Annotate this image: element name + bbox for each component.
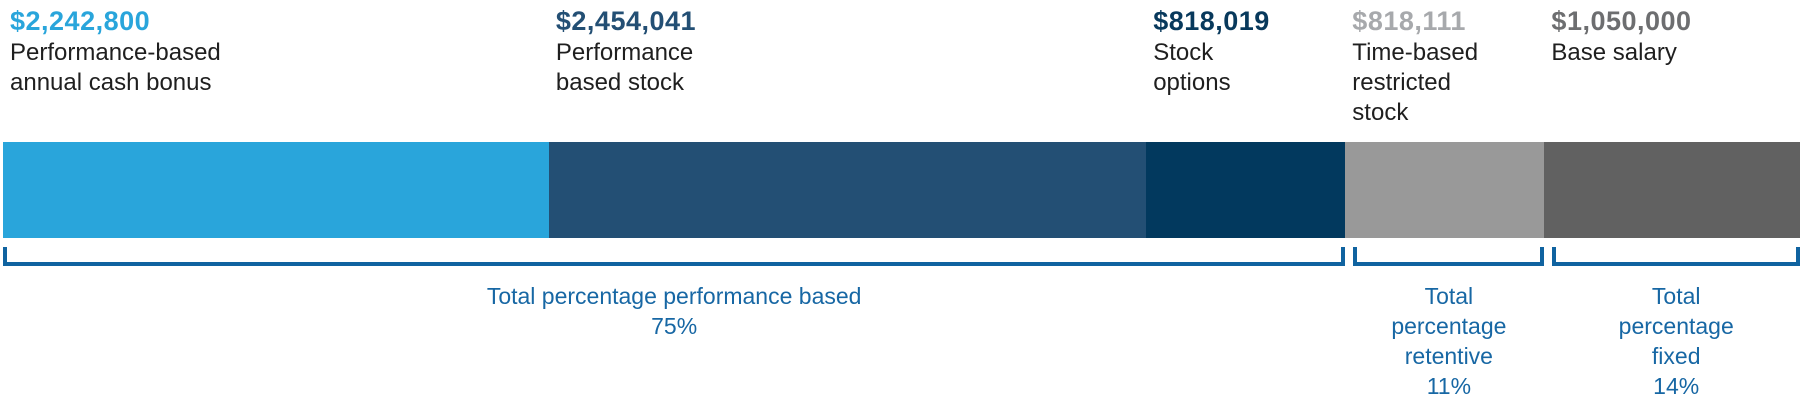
group-label-total-percentage-fixed: Total percentage fixed 14%: [1561, 281, 1791, 401]
bar-segment-stock-options: [1146, 142, 1346, 238]
group-label-total-percentage-performance-based: Total percentage performance based 75%: [324, 281, 1024, 341]
group-label-line: Total: [1424, 283, 1474, 309]
segment-name-line: Performance: [555, 39, 694, 66]
group-label-line: percentage: [1391, 313, 1507, 339]
segment-name-line: restricted: [1352, 69, 1451, 96]
group-label-line: Total percentage performance based: [486, 283, 862, 309]
group-label-line: retentive: [1404, 343, 1493, 369]
segment-name-line: stock: [1352, 99, 1409, 126]
segment-name-line: Performance-based: [10, 39, 221, 66]
segment-name-line: Time-based: [1352, 39, 1479, 66]
segment-name-line: Base salary: [1551, 39, 1677, 66]
segment-name-line: options: [1153, 69, 1231, 96]
group-label-line: 75%: [651, 313, 698, 339]
group-label-line: Total: [1651, 283, 1701, 309]
group-label-line: percentage: [1618, 313, 1734, 339]
bar-segment-performance-based-annual-cash-bonus: [3, 142, 549, 238]
group-bracket-total-percentage-performance-based: [3, 247, 1346, 266]
segment-name-line: based stock: [555, 69, 684, 96]
bar-segment-performance-based-stock: [548, 142, 1147, 238]
segment-name-line: Stock: [1153, 39, 1214, 66]
segment-amount-time-based-restricted-stock: $818,111: [1352, 6, 1466, 36]
segment-name-line: annual cash bonus: [10, 69, 212, 96]
segment-amount-performance-based-stock: $2,454,041: [555, 6, 697, 36]
group-bracket-total-percentage-retentive: [1353, 247, 1545, 266]
group-label-line: 11%: [1426, 373, 1472, 399]
group-bracket-total-percentage-fixed: [1552, 247, 1800, 266]
group-label-line: fixed: [1651, 343, 1701, 369]
group-label-line: 14%: [1653, 373, 1700, 399]
segment-amount-base-salary: $1,050,000: [1551, 6, 1692, 36]
bar-segment-base-salary: [1544, 142, 1800, 238]
bar-segment-time-based-restricted-stock: [1345, 142, 1545, 238]
segment-amount-performance-based-annual-cash-bonus: $2,242,800: [10, 6, 151, 36]
group-label-total-percentage-retentive: Total percentage retentive 11%: [1334, 281, 1564, 401]
segment-amount-stock-options: $818,019: [1153, 6, 1270, 36]
